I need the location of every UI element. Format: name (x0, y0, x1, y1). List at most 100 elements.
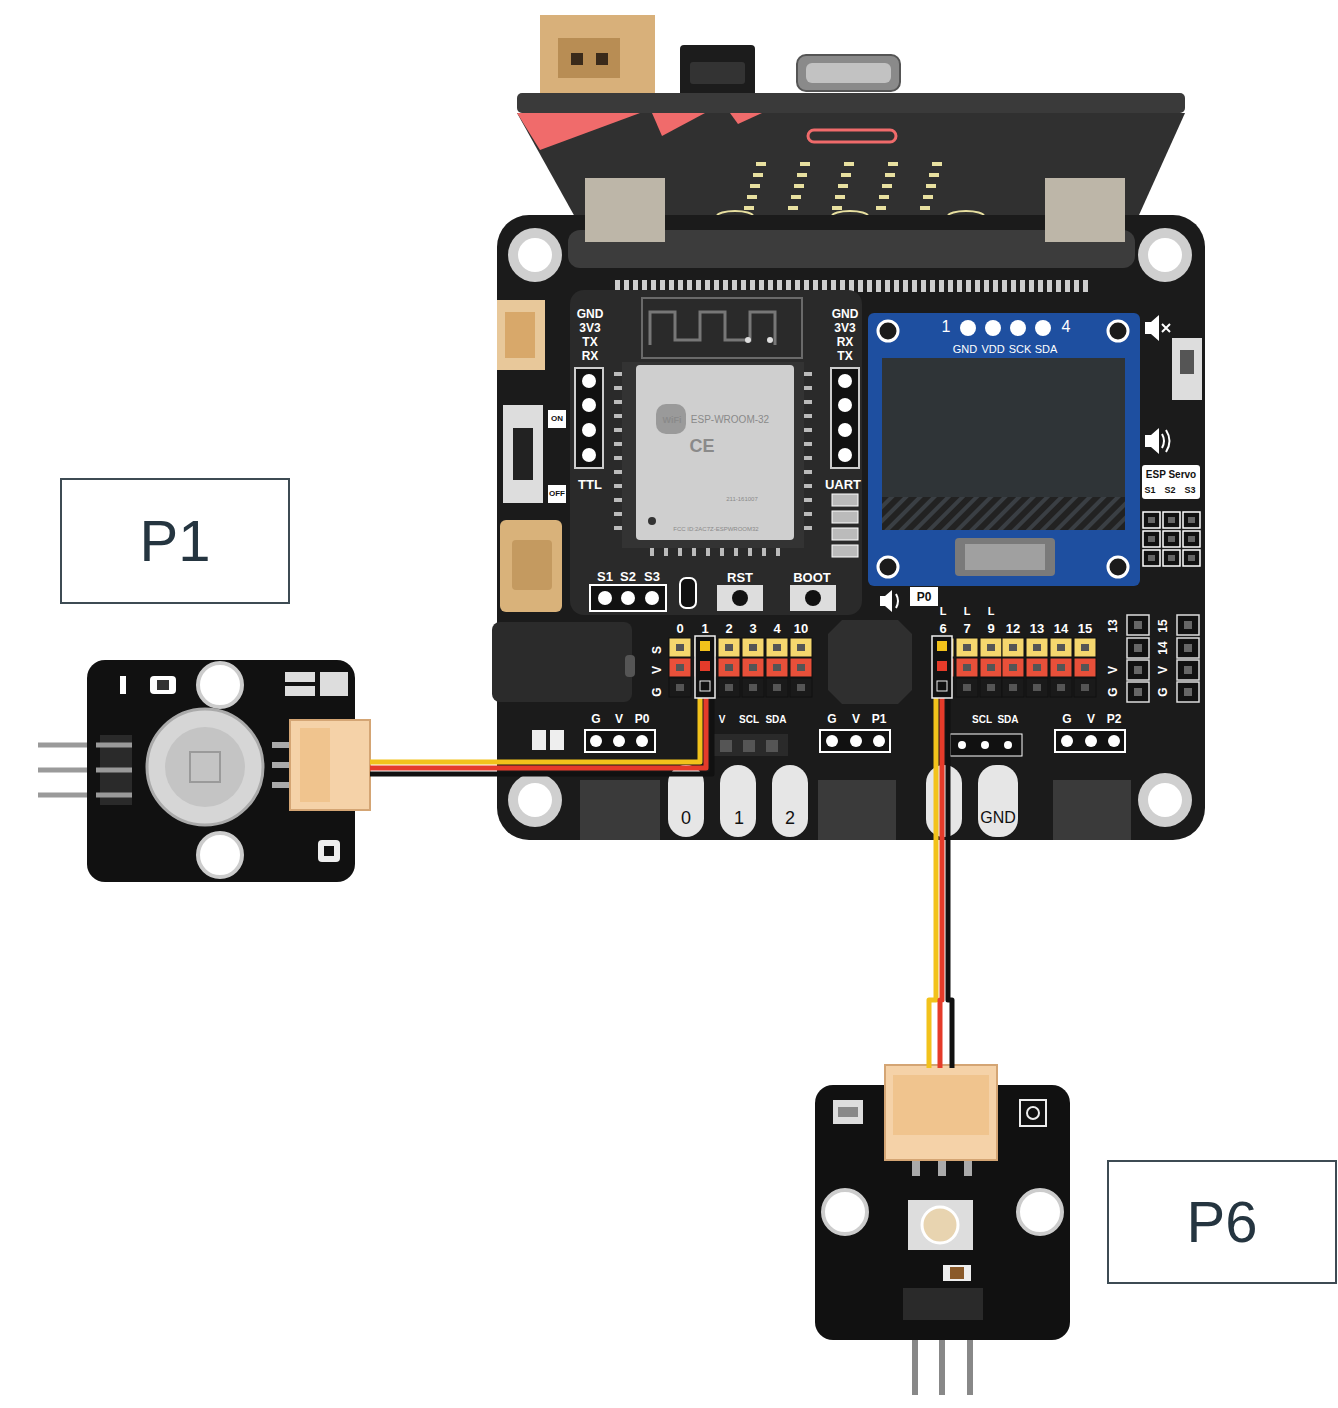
led-matrix (844, 162, 854, 166)
expansion-board (805, 590, 821, 606)
chip-pins (804, 442, 812, 446)
pin-label: 14 (1157, 641, 1169, 654)
chip-pins (614, 442, 622, 446)
pin-header (956, 658, 978, 677)
pin-header (1002, 678, 1024, 697)
edge-header (1083, 280, 1088, 292)
pin-label: G (1062, 713, 1071, 725)
microbit (808, 130, 896, 142)
expansion-board (642, 298, 802, 358)
pir-sensor-module (150, 676, 176, 694)
chip-pins (706, 548, 710, 556)
pin-header (1026, 658, 1048, 677)
expansion-board (570, 290, 862, 615)
servo-header (1143, 531, 1160, 547)
pin-header (676, 664, 684, 671)
pin-header (1033, 684, 1041, 691)
pin-label: V (651, 666, 663, 674)
expansion-board (503, 405, 543, 503)
header-plug (700, 661, 710, 671)
expansion-board (585, 212, 665, 242)
expansion-board (878, 557, 898, 577)
expansion-board (636, 735, 648, 747)
pin-label: 1 (734, 809, 744, 827)
pin-label: VDD (981, 344, 1004, 355)
pin-header (773, 684, 781, 691)
edge-header (975, 280, 980, 292)
expansion-board (828, 620, 912, 704)
wire (370, 684, 712, 774)
servo-header (1188, 555, 1195, 561)
expansion-board (1148, 783, 1182, 817)
pin-label: WiFi (663, 416, 682, 425)
led-matrix (744, 162, 942, 210)
header-plug (700, 681, 710, 691)
edge-header (1029, 280, 1034, 292)
edge-header (993, 280, 998, 292)
expansion-board (820, 730, 890, 752)
expansion-board (978, 765, 1018, 837)
pin-label: TX (582, 336, 597, 348)
pin-header (790, 658, 812, 677)
pin-label: V (719, 715, 726, 725)
edge-header (903, 280, 908, 292)
chip-pins (614, 456, 622, 460)
expansion-board (622, 362, 804, 548)
servo-header (1168, 517, 1175, 523)
pin-label: 2 (725, 622, 732, 635)
pin-header (1177, 682, 1199, 702)
microbit (652, 113, 705, 136)
pin-header (790, 678, 812, 697)
chip-pins (748, 548, 752, 556)
pin-header (963, 664, 971, 671)
pin-label: ESP Servo (1146, 470, 1196, 480)
pin-label: G (651, 687, 663, 696)
pin-label: TX (837, 350, 852, 362)
pir-sensor-module (318, 840, 340, 862)
servo-header (1143, 512, 1200, 566)
header-plug (932, 636, 952, 698)
pin-header (1184, 688, 1192, 696)
expansion-board (585, 730, 655, 752)
pin-callout-box: P1 (60, 478, 290, 604)
expansion-board (548, 485, 566, 503)
chip-pins (614, 470, 622, 474)
expansion-board (772, 765, 808, 837)
rgb-led-module (903, 1288, 983, 1320)
expansion-board (838, 374, 852, 388)
edge-header (867, 280, 872, 292)
chip-pins (804, 414, 812, 418)
pin-header (749, 644, 757, 651)
edge-header (1038, 280, 1043, 292)
expansion-board (868, 313, 1140, 586)
expansion-board (831, 368, 859, 468)
chip-pins (804, 372, 812, 376)
pin-label: S2 (620, 570, 636, 583)
expansion-board (500, 520, 562, 612)
pin-header (980, 678, 1002, 697)
led-matrix (800, 162, 810, 166)
expansion-board (832, 528, 858, 540)
pin-header (725, 664, 733, 671)
expansion-board (1010, 320, 1026, 336)
pir-sensor-module (190, 752, 220, 782)
led-matrix (876, 206, 886, 210)
edge-header (858, 280, 863, 292)
pin-header (987, 684, 995, 691)
edge-header (876, 280, 881, 292)
pin-header (956, 638, 978, 657)
pin-header (790, 638, 812, 657)
pin-label: L (940, 606, 947, 617)
expansion-board (550, 730, 564, 750)
wire (370, 664, 706, 768)
wire (940, 670, 942, 1068)
rgb-led-module (922, 1207, 958, 1243)
pir-sensor-module (96, 768, 132, 773)
expansion-board (745, 337, 751, 343)
pin-label: RX (837, 336, 854, 348)
pin-label: 3V3 (579, 322, 600, 334)
led-matrix (832, 206, 842, 210)
pin-label: P0 (917, 591, 932, 603)
expansion-board (492, 622, 632, 702)
pin-header (676, 644, 684, 651)
